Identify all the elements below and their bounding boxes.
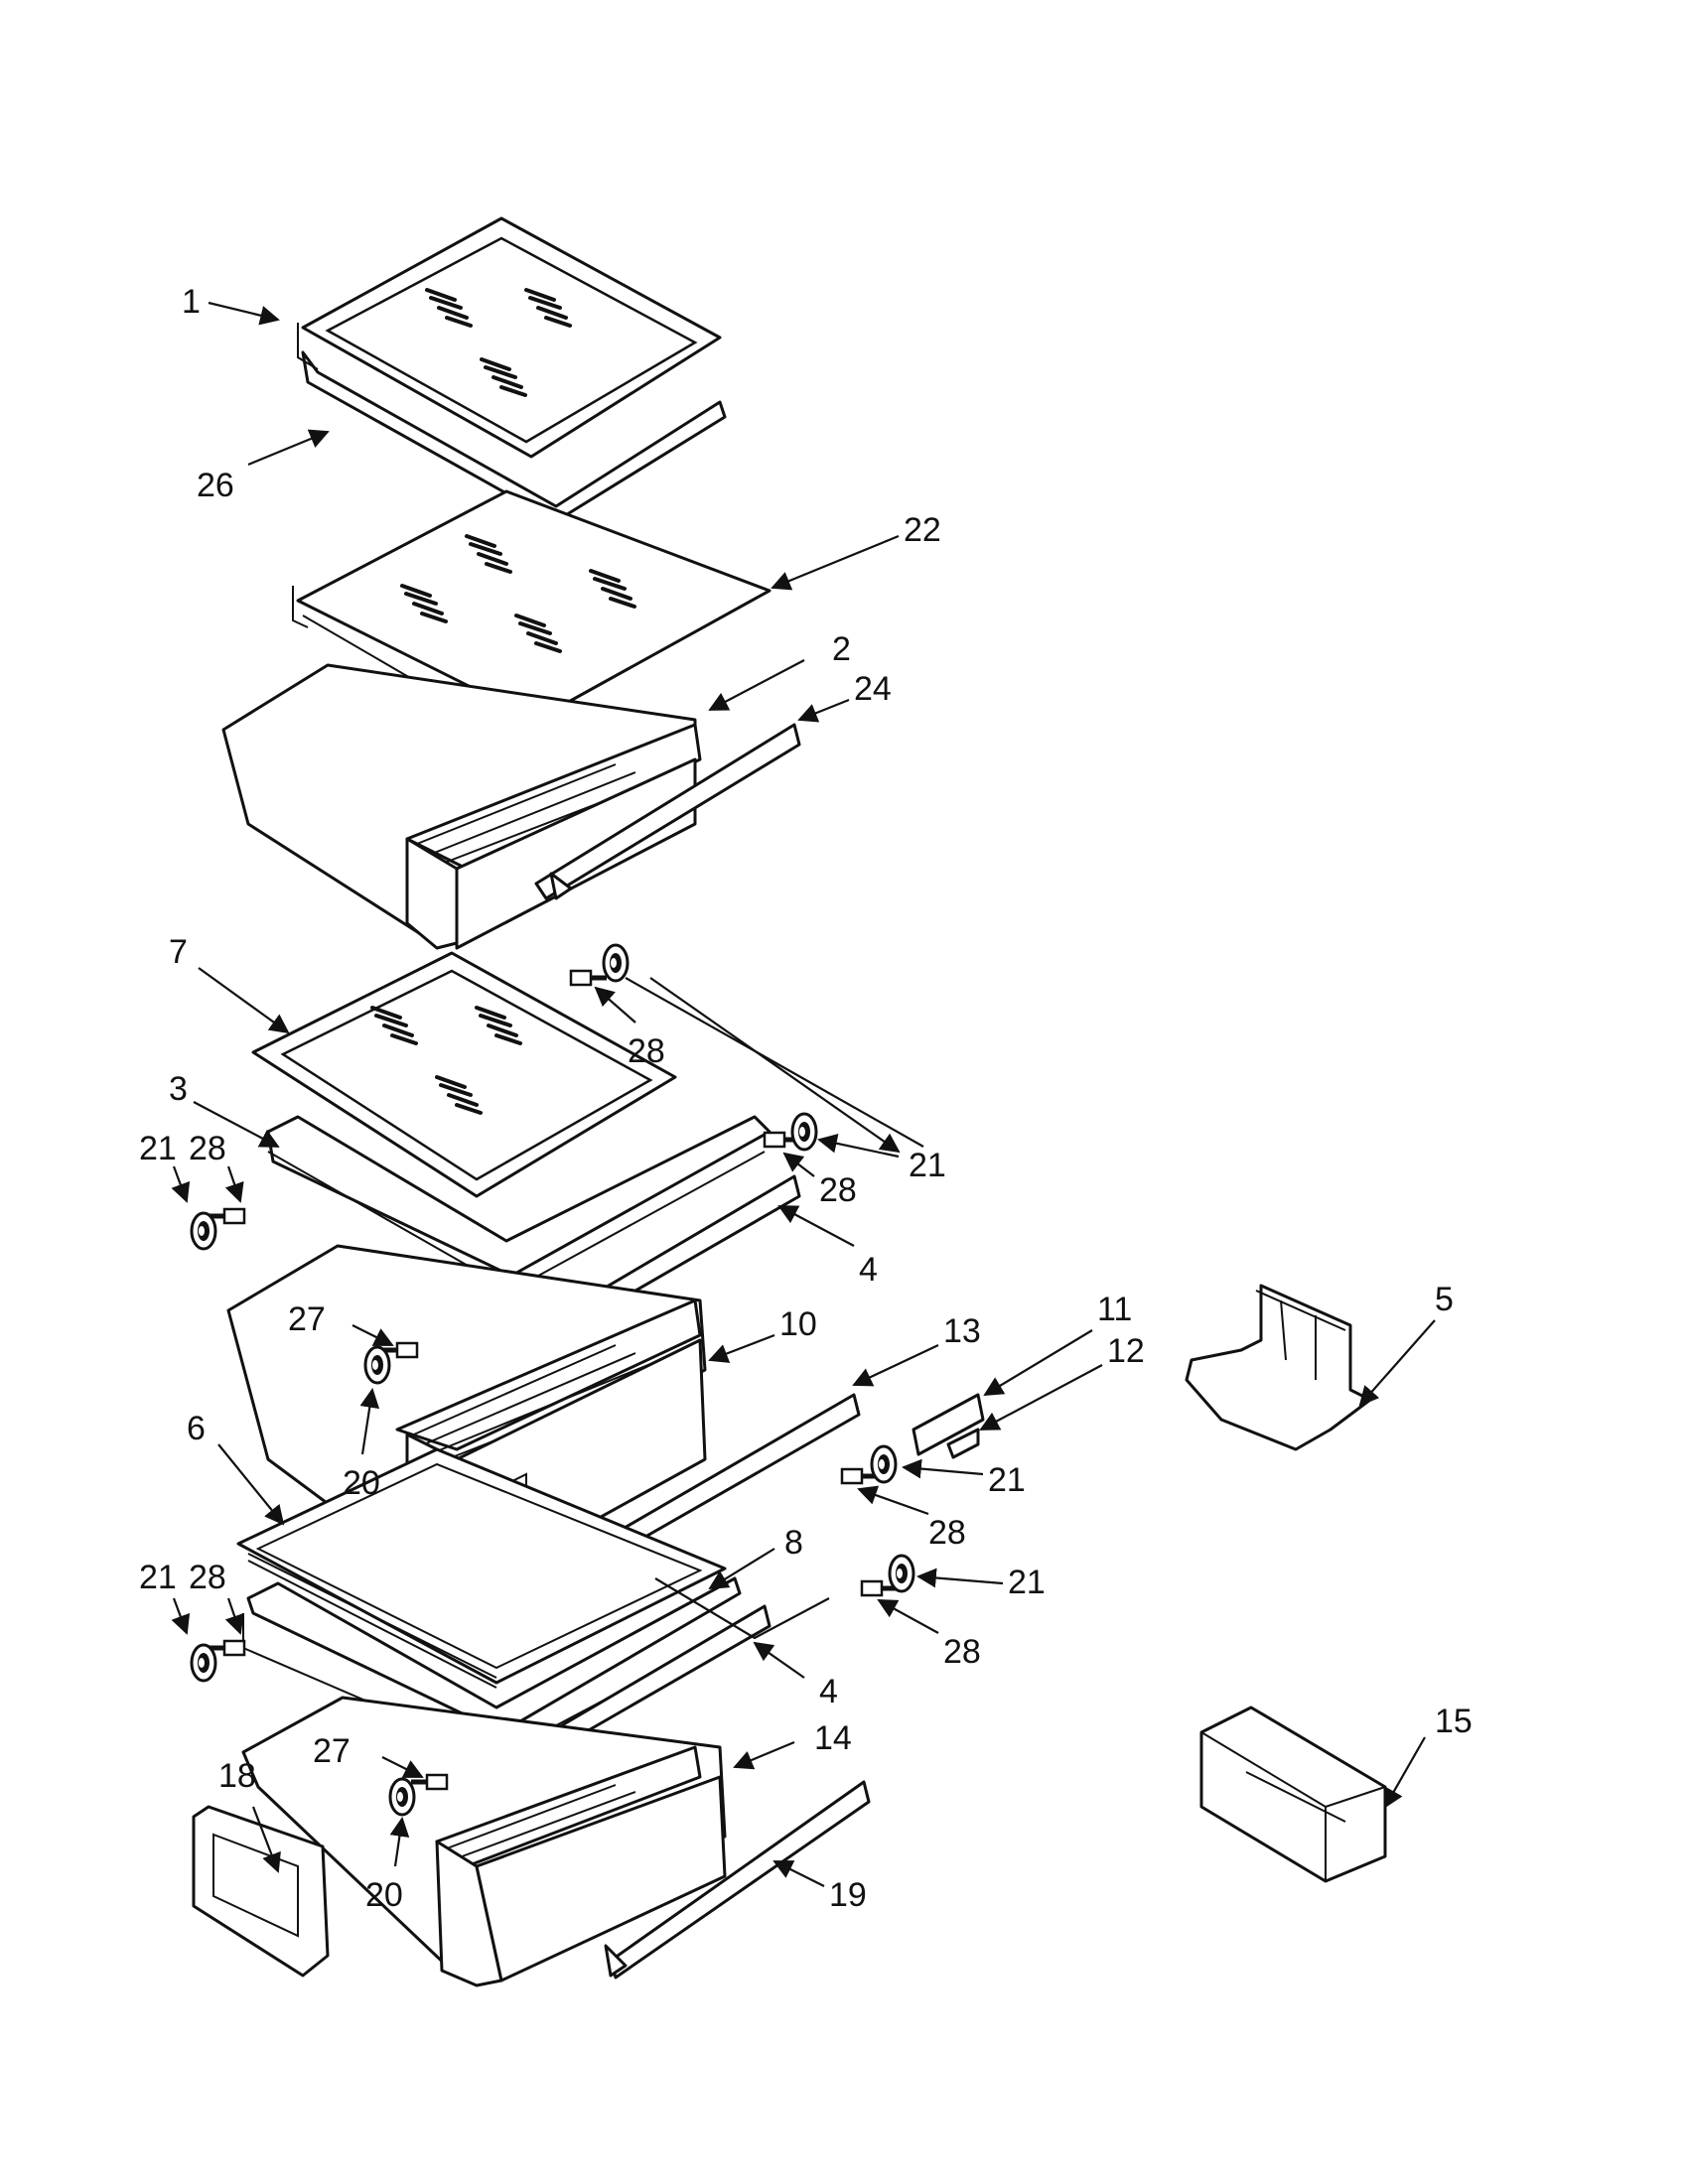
callout-21-a: 21 — [139, 1130, 177, 1167]
callout-10: 10 — [779, 1305, 817, 1343]
callout-1: 1 — [182, 283, 201, 321]
part-26-shelf-frame — [297, 323, 727, 523]
part-6-glass-shelf — [236, 1447, 727, 1689]
callout-28-e: 28 — [189, 1559, 226, 1596]
wheel-21-e — [888, 1554, 915, 1593]
callout-27-b: 27 — [313, 1732, 351, 1770]
callout-28-c: 28 — [819, 1171, 857, 1209]
part-7-glass-shelf — [251, 951, 677, 1198]
callout-12: 12 — [1107, 1332, 1145, 1370]
callout-21-c: 21 — [988, 1461, 1026, 1499]
callout-5: 5 — [1435, 1281, 1454, 1318]
axle-line-right-upper — [625, 977, 924, 1148]
callout-21-d: 21 — [139, 1559, 177, 1596]
callout-11: 11 — [1097, 1291, 1132, 1328]
callout-4-a: 4 — [859, 1251, 878, 1289]
axle-line-right-lower — [654, 1577, 830, 1640]
part-14-crisper-drawer — [241, 1696, 727, 1987]
wheel-21-c — [190, 1211, 217, 1251]
callout-6: 6 — [187, 1410, 206, 1447]
part-1-glass-shelf — [301, 216, 722, 459]
part-2-crisper-drawer — [221, 663, 702, 950]
callout-21-b: 21 — [909, 1147, 946, 1184]
wheel-21-b — [790, 1112, 818, 1152]
callout-27-a: 27 — [288, 1300, 326, 1338]
callout-26: 26 — [197, 467, 234, 504]
callout-7: 7 — [169, 933, 188, 971]
callout-28-b: 28 — [189, 1130, 226, 1167]
screw-28-a — [571, 971, 607, 985]
part-5-bin — [1185, 1284, 1372, 1451]
leader-lines — [171, 301, 1436, 1887]
part-19-rail — [604, 1780, 871, 1979]
callout-3: 3 — [169, 1070, 188, 1108]
callout-15: 15 — [1435, 1703, 1473, 1740]
part-24-rail — [534, 723, 801, 900]
wheel-21-f — [190, 1643, 217, 1683]
callout-2: 2 — [832, 630, 851, 668]
callout-14: 14 — [814, 1719, 852, 1757]
callout-13: 13 — [943, 1312, 981, 1350]
callout-20-a: 20 — [343, 1464, 380, 1502]
callout-4-b: 4 — [819, 1673, 838, 1710]
callout-labels: 1 26 22 2 24 7 28 3 21 28 28 21 4 27 10 … — [139, 283, 1473, 1914]
callout-20-b: 20 — [365, 1876, 403, 1914]
callout-18: 18 — [218, 1757, 256, 1795]
wheel-21-d — [870, 1444, 898, 1484]
part-12-clip — [946, 1428, 980, 1459]
callout-21-e: 21 — [1008, 1564, 1046, 1601]
callout-28-f: 28 — [943, 1633, 981, 1671]
callout-24: 24 — [854, 670, 892, 708]
callout-28-a: 28 — [628, 1032, 665, 1070]
roller-20-b — [388, 1777, 416, 1817]
callout-28-d: 28 — [928, 1514, 966, 1552]
callout-19: 19 — [829, 1876, 867, 1914]
roller-20-a — [363, 1345, 391, 1385]
wheel-21-a — [602, 943, 630, 983]
callout-22: 22 — [904, 511, 941, 549]
part-15-bin — [1199, 1706, 1387, 1883]
callout-8: 8 — [784, 1524, 803, 1562]
